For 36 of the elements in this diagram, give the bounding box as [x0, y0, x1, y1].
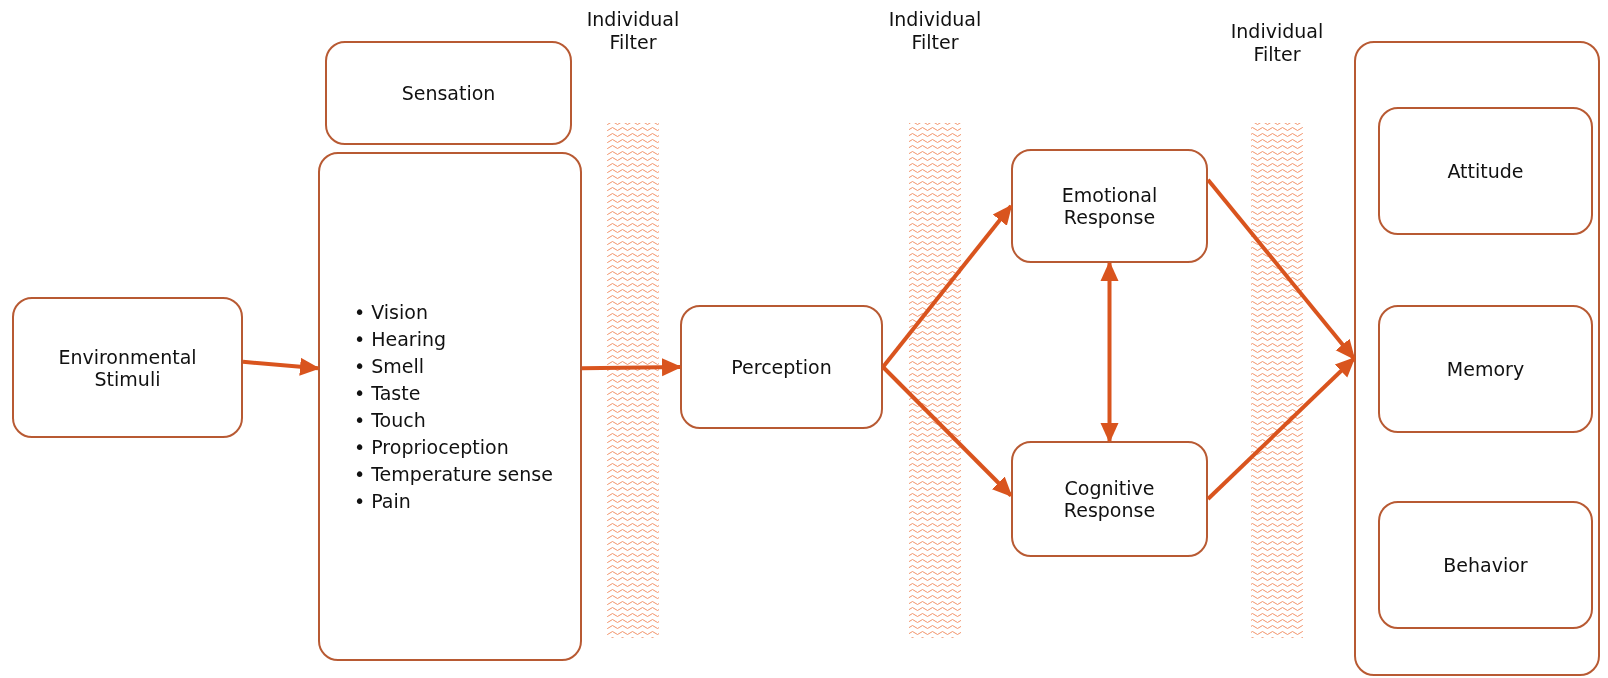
list-item: • Touch — [354, 407, 427, 433]
node-label: Environmental Stimuli — [57, 345, 198, 390]
arrow — [881, 204, 1013, 369]
arrow — [581, 358, 682, 377]
process-box — [1378, 501, 1593, 629]
node-label: Sensation — [401, 82, 496, 104]
process-box — [1378, 107, 1593, 235]
list-item: • Vision — [354, 299, 429, 325]
senses-box — [318, 152, 582, 661]
node-label: Emotional Response — [1060, 184, 1159, 228]
list-item: • Temperature sense — [354, 461, 554, 487]
group-box — [1354, 41, 1600, 676]
filter-label: Individual Filter — [1229, 20, 1325, 66]
arrow — [242, 357, 320, 376]
process-box — [680, 305, 883, 429]
process-box — [12, 297, 243, 438]
process-box — [1011, 441, 1208, 557]
list-item: • Pain — [354, 488, 412, 514]
node-label: Behavior — [1443, 554, 1528, 576]
list-item: • Proprioception — [354, 434, 510, 460]
node-label: Perception — [731, 356, 832, 378]
arrow — [881, 365, 1013, 497]
arrow — [1100, 261, 1119, 443]
process-box — [325, 41, 572, 145]
node-label: Attitude — [1447, 160, 1524, 182]
list-item: • Hearing — [354, 326, 448, 352]
process-box — [1378, 305, 1593, 433]
list-item: • Taste — [354, 380, 422, 406]
node-label: Memory — [1446, 358, 1525, 380]
filter-label: Individual Filter — [887, 8, 983, 54]
arrow — [1206, 357, 1356, 501]
list-item: • Smell — [354, 353, 426, 379]
filter-label: Individual Filter — [585, 8, 681, 54]
node-label: Cognitive Response — [1062, 477, 1157, 521]
process-box — [1011, 149, 1208, 263]
arrow — [1206, 178, 1356, 361]
